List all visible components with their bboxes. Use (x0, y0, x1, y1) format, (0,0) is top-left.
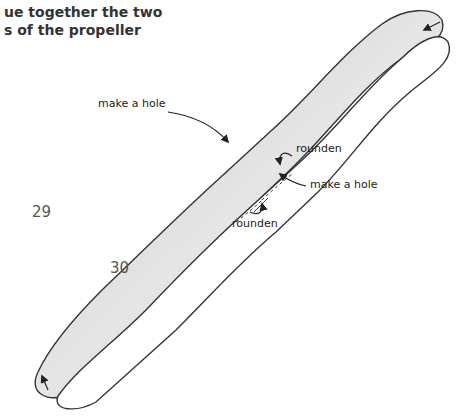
tip-arrow (42, 376, 48, 390)
propeller-half-front (57, 37, 449, 409)
instruction-text: s of the propeller (4, 22, 141, 38)
leader-arrow (280, 174, 306, 186)
rounden-arrow (250, 204, 262, 214)
callout-text: rounden (296, 143, 342, 156)
hub-line (254, 198, 268, 212)
callout-text: rounden (232, 218, 278, 231)
dimension-number: 30 (110, 260, 129, 277)
hub-line (262, 174, 292, 200)
leader-arrow (168, 112, 228, 142)
callout-text: make a hole (310, 179, 377, 192)
instruction-text: ue together the two (4, 4, 162, 20)
tip-arrow (424, 22, 440, 30)
rounden-arrow (280, 153, 292, 164)
propeller-half-back (35, 11, 443, 398)
callout-text: make a hole (98, 98, 165, 111)
dimension-number: 29 (32, 204, 51, 221)
